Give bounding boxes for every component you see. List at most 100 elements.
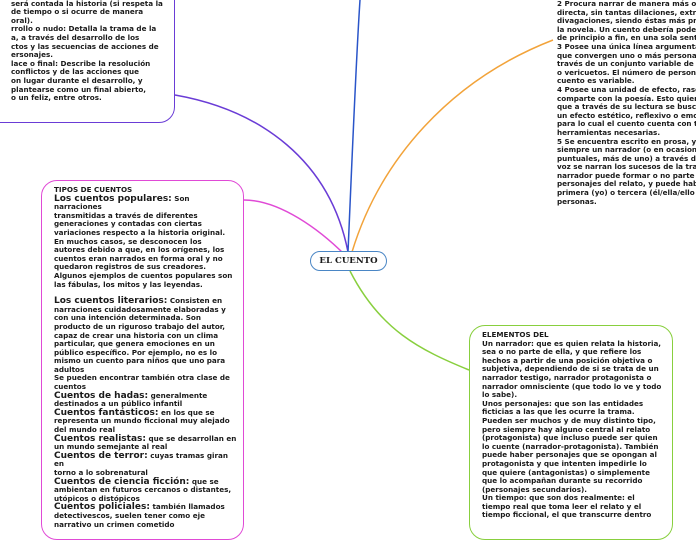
types-topic-box[interactable]: TIPOS DE CUENTOS Los cuentos populares: … (41, 180, 244, 540)
type-heading-line: Los cuentos literarios: Consisten en (54, 296, 237, 307)
type-heading: Cuentos de ciencia ficción: (54, 476, 190, 487)
type-heading: Cuentos policiales: (54, 502, 150, 513)
characteristic-text: que convergen uno o más personaje (557, 50, 696, 60)
type-heading-line: Los cuentos populares: Son narraciones (54, 193, 237, 212)
structure-line: será contada la historia (si respeta la (11, 0, 163, 8)
type-text-line: quedaron registros de sus creadores. (54, 262, 206, 272)
type-text-line: destinados a un público infantil (54, 399, 183, 409)
element-line: narrador omnisciente (que todo lo ve y t… (482, 381, 662, 391)
characteristic-text: para lo cual el cuento cuenta con to (557, 119, 696, 129)
elements-topic-box[interactable]: ELEMENTOS DEL Un narrador: que es quien … (469, 325, 673, 540)
characteristic-line: que convergen uno o más personaje (557, 50, 696, 61)
link-to-top-right (351, 39, 554, 253)
element-line: lo sabe). (482, 390, 518, 400)
element-line: subjetiva, dependiendo de si se trata de… (482, 364, 659, 374)
element-line: (protagonista) que incluso puede ser qui… (482, 433, 658, 443)
type-text-line: adultos (54, 364, 85, 374)
type-text-line: las fábulas, los mitos y las leyendas. (54, 279, 203, 289)
structure-line: ctos y las secuencias de acciones de (11, 41, 159, 51)
elements-title: ELEMENTOS DEL (482, 330, 549, 339)
type-heading-line: Cuentos de ciencia ficción: que se (54, 476, 237, 487)
type-text-line: detectivescos, suelen tener como eje (54, 510, 205, 520)
characteristic-line: divagaciones, siendo éstas más pro (557, 16, 696, 26)
characteristic-text: directa, sin tantas dilaciones, extra (557, 7, 696, 17)
type-text-line: público específico. Por ejemplo, no es l… (54, 347, 218, 357)
type-text-line: generaciones y contadas con ciertas (54, 219, 202, 229)
type-text-line: autores debido a que, en los orígenes, l… (54, 245, 225, 255)
characteristic-text: siempre un narrador (o en ocasione (557, 145, 696, 155)
element-line: hechos a partir de una posición objetiva… (482, 355, 653, 365)
element-line: Unos personajes: que son las entidades (482, 398, 644, 408)
element-line: Pueden ser muchos y de muy distinto tipo… (482, 415, 656, 425)
structure-line: de tiempo o si ocurre de manera (11, 7, 144, 17)
type-text: que se desarrollan en (145, 433, 237, 443)
characteristic-line: o vericuetos. El número de persona (557, 67, 696, 78)
characteristic-line: siempre un narrador (o en ocasione (557, 145, 696, 155)
structure-line: o un feliz, entre otros. (11, 93, 102, 103)
characteristic-text: Procura narrar de manera más o (564, 0, 696, 8)
type-heading-line: Cuentos realistas: que se desarrollan en (54, 433, 237, 444)
characteristic-line: de principio a fin, en una sola senta (557, 34, 696, 43)
type-text-line: producto de un riguroso trabajo del auto… (54, 321, 226, 331)
characteristic-text: o vericuetos. El número de persona (557, 67, 696, 77)
element-line: Un tiempo: que son dos realmente: el (482, 493, 635, 503)
link-to-top-left (174, 94, 349, 253)
link-to-elements (349, 270, 470, 371)
structure-topic-box[interactable]: ás, evidencia el tipo de narrador yserá … (0, 0, 175, 123)
type-text-line: Algunos ejemplos de cuentos populares so… (54, 270, 233, 280)
characteristic-text: un efecto estético, reflexivo o emoc (557, 110, 696, 120)
structure-line: lace o final: Describe la resolución (11, 58, 151, 68)
type-text: Consisten en (167, 296, 223, 306)
type-text-line: narraciones cuidadosamente elaboradas y (54, 304, 226, 314)
characteristic-line: través de un conjunto variable de a (557, 59, 696, 69)
type-heading: Cuentos realistas: (54, 433, 146, 444)
type-text-line: cuentos eran narrados en forma oral y no (54, 253, 223, 263)
characteristic-number: 3 (557, 41, 563, 51)
type-heading: Cuentos de terror: (54, 450, 148, 461)
characteristic-line: un efecto estético, reflexivo o emoc (557, 110, 696, 121)
characteristic-line: puntuales, más de uno) a través de (557, 153, 696, 164)
type-heading-line: Cuentos de terror: cuyas tramas giran en (54, 450, 237, 469)
type-text-line: con una intención determinada. Son (54, 313, 201, 323)
element-line: sea o no parte de ella, y que refiere lo… (482, 347, 642, 357)
characteristic-text: personajes del relato, y puede habl (557, 179, 696, 189)
central-topic[interactable]: EL CUENTO (310, 251, 387, 271)
structure-line: oral). (11, 15, 33, 25)
element-line: narrador testigo, narrador protagonista … (482, 372, 652, 382)
characteristic-line: narrador puede formar o no parte d (557, 171, 696, 181)
type-heading: Los cuentos literarios: (54, 296, 168, 307)
type-text-line: Se pueden encontrar también otra clase d… (54, 373, 230, 383)
characteristic-text: Posee una unidad de efecto, rasg (564, 84, 696, 94)
element-line: tiempo ficcional, el que transcurre dent… (482, 510, 652, 520)
type-heading-line: Cuentos fantásticos: en los que se (54, 408, 237, 418)
element-line: ficticias a las que les ocurre la trama. (482, 407, 635, 417)
characteristic-text: cuento es variable. (557, 76, 635, 86)
type-text: también llamados (149, 502, 225, 512)
characteristic-text: puntuales, más de uno) a través de (557, 153, 696, 163)
type-text-line: variaciones respecto a la historia origi… (54, 227, 226, 237)
type-text: Son narraciones (54, 193, 190, 212)
type-text-line: utópicos o distópicos (54, 493, 140, 503)
characteristic-line: personajes del relato, y puede habl (557, 180, 696, 189)
characteristic-line: para lo cual el cuento cuenta con to (557, 120, 696, 129)
characteristic-text: primera (yo) o tercera (él/ella/ello (557, 188, 695, 198)
element-line: protagonista y que intenten impedirle lo (482, 458, 647, 468)
structure-line: plantearse como un final abierto, (11, 84, 147, 94)
characteristic-line: comparte con la poesía. Esto quiere (557, 94, 696, 104)
characteristic-line: 2 Procura narrar de manera más o (557, 0, 696, 9)
structure-line: rrollo o nudo: Detalla la trama de la (11, 24, 157, 34)
types-title: TIPOS DE CUENTOS (54, 185, 133, 194)
type-text-line: capaz de crear una historia con un clima (54, 330, 219, 340)
structure-line: conflictos y de las acciones que (11, 67, 140, 77)
central-topic-label: EL CUENTO (319, 256, 378, 266)
characteristic-text: que a través de su lectura se busca (557, 102, 696, 112)
characteristic-text: de principio a fin, en una sola senta (557, 33, 696, 43)
structure-line: ersonajes. (11, 50, 53, 60)
type-text-line: ambientan en futuros cercanos o distante… (54, 485, 232, 495)
element-line: puede haber personajes que se opongan al (482, 450, 657, 460)
characteristic-text: personas. (557, 196, 597, 206)
characteristic-line: directa, sin tantas dilaciones, extra (557, 7, 696, 18)
link-to-top (347, 0, 361, 253)
